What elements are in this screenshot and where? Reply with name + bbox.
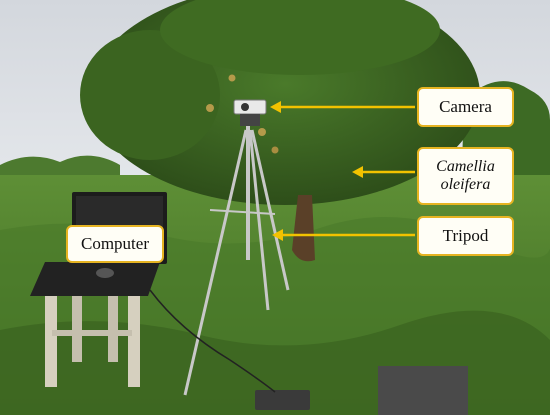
tree-trunk xyxy=(292,195,315,262)
tripod-label: Tripod xyxy=(417,216,514,256)
tripod-label-text: Tripod xyxy=(442,226,489,246)
camellia-tree-canopy-left xyxy=(80,30,220,160)
computer-label: Computer xyxy=(66,225,164,263)
tripod xyxy=(183,125,290,396)
annotation-arrows xyxy=(270,101,415,241)
computer-label-text: Computer xyxy=(81,234,149,254)
camera-device xyxy=(233,99,267,115)
camera-mount xyxy=(240,114,260,126)
cable xyxy=(149,289,276,393)
fruit xyxy=(228,74,236,82)
foreground-device-right xyxy=(378,366,468,415)
fruit xyxy=(271,146,279,154)
camera-label-text: Camera xyxy=(439,97,492,117)
camellia-tree-canopy-top xyxy=(160,0,440,75)
camellia-oleifera-label: Camellia oleifera xyxy=(417,147,514,205)
camellia-label-line2: oleifera xyxy=(440,176,491,193)
fruit xyxy=(206,104,214,112)
foreground-device-left xyxy=(255,390,310,410)
fruit xyxy=(258,128,266,136)
camera-label: Camera xyxy=(417,87,514,127)
camera-lens xyxy=(241,103,249,111)
camellia-label-line1: Camellia xyxy=(436,157,495,175)
